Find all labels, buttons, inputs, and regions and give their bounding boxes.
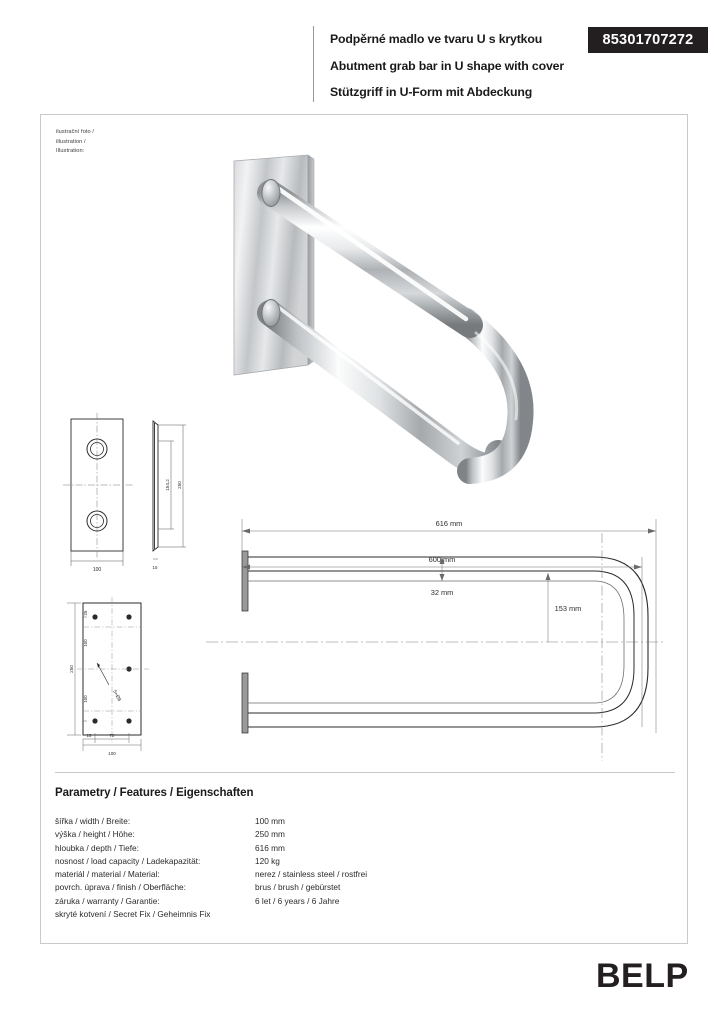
spec-value: 616 mm: [255, 842, 285, 853]
base-plate-drawing: 5×Ø8 250 25 100 100 15 70 100: [67, 597, 149, 756]
base-plate-hole-leader: [96, 662, 110, 686]
illustration-caption-cs: ilustrační foto /: [56, 129, 95, 135]
cover-plate-thickness-label: 15: [153, 565, 158, 570]
content-panel: ilustrační foto / illustration / Illustr…: [40, 114, 688, 944]
spec-row: materiál / material / Material: nerez / s…: [55, 868, 575, 881]
cover-plate-inner-height-label: 154,2: [165, 479, 170, 491]
cover-plate-width-dim: [70, 551, 124, 566]
photo-lower-flange: [261, 299, 281, 327]
spec-value: brus / brush / gebürstet: [255, 882, 341, 893]
photo-u-bend: [453, 308, 534, 484]
product-title-en: Abutment grab bar in U shape with cover: [330, 58, 564, 73]
photo-highlight-bend: [474, 331, 519, 421]
spec-label: šířka / width / Breite:: [55, 816, 131, 826]
spec-label: výška / height / Höhe:: [55, 829, 135, 840]
spec-label: materiál / material / Material:: [55, 869, 160, 880]
product-title-de: Stützgriff in U-Form mit Abdeckung: [330, 85, 533, 99]
page-header: Podpěrné madlo ve tvaru U s krytkou Abut…: [0, 0, 724, 112]
cover-plate-width-label: 100: [93, 567, 102, 573]
product-title-cs: Podpěrné madlo ve tvaru U s krytkou: [330, 32, 543, 46]
base-plate-height-label: 250: [69, 665, 74, 673]
spec-label: hloubka / depth / Tiefe:: [55, 842, 139, 853]
side-gap-dim: [439, 557, 445, 581]
header-divider: [313, 26, 314, 102]
cover-plate-side-dims: [153, 424, 186, 560]
side-bend-dim: [545, 573, 551, 642]
brand-logo: BELP: [596, 957, 689, 995]
side-overall-dim: [241, 519, 657, 733]
spec-row: skryté kotvení / Secret Fix / Geheimnis …: [55, 908, 575, 921]
base-plate-vertical-dims: [67, 602, 87, 736]
spec-table: šířka / width / Breite: 100 mm výška / hei…: [55, 815, 575, 921]
illustration-caption: ilustrační foto / illustration / Illustr…: [56, 128, 94, 157]
side-tube-gap-label: 32 mm: [431, 588, 454, 597]
spec-value: 120 kg: [255, 855, 280, 866]
spec-value: 6 let / 6 years / 6 Jahre: [255, 895, 340, 906]
base-plate-horizontal-dims: [82, 733, 142, 751]
cover-plate-side-outline: [152, 420, 159, 552]
cover-plate-centerlines: [63, 413, 133, 559]
base-plate-edge-label: 15: [87, 733, 92, 738]
photo-highlight-lower: [276, 305, 460, 445]
spec-row: záruka / warranty / Garantie: 6 let / 6 y…: [55, 895, 575, 908]
photo-upper-flange: [261, 179, 281, 207]
base-plate-hole-note: 5×Ø8: [111, 689, 122, 703]
base-plate-width-label: 100: [108, 751, 116, 756]
illustration-caption-de: Illustration:: [56, 148, 85, 154]
spec-row: hloubka / depth / Tiefe: 616 mm: [55, 842, 575, 855]
spec-row: výška / height / Höhe: 250 mm: [55, 828, 575, 841]
side-bend-height-label: 153 mm: [555, 604, 582, 613]
base-plate-top-offset-label: 25: [83, 610, 88, 615]
product-photo: [233, 154, 534, 484]
spec-value: 100 mm: [255, 816, 285, 826]
spec-label: nosnost / load capacity / Ladekapazität:: [55, 855, 201, 866]
spec-row: nosnost / load capacity / Ladekapazität:…: [55, 855, 575, 868]
spec-label: záruka / warranty / Garantie:: [55, 895, 160, 906]
base-plate-hole-spacing-label: 70: [110, 733, 115, 738]
cover-plate-height-label: 250: [177, 481, 182, 489]
side-tube-mid: [248, 580, 625, 704]
spec-value: nerez / stainless steel / rostfrei: [255, 869, 368, 880]
base-plate-holes: [92, 614, 132, 724]
spec-label: skryté kotvení / Secret Fix / Geheimnis …: [55, 909, 211, 920]
photo-highlight-upper: [273, 184, 469, 322]
sku-badge: 85301707272: [588, 27, 708, 53]
side-overall-depth-label: 616 mm: [436, 519, 463, 528]
photo-upper-arm: [257, 180, 483, 338]
illustration-caption-en: illustration /: [56, 138, 86, 145]
base-plate-lower-spacing-label: 100: [83, 695, 88, 703]
base-plate-centerlines: [77, 597, 149, 743]
spec-row: povrch. úprava / finish / Oberfläche: bru…: [55, 881, 575, 894]
side-elevation-drawing: 616 mm 600 mm 32 mm 153 mm: [206, 519, 666, 761]
base-plate-upper-spacing-label: 100: [83, 639, 88, 647]
spec-value: 250 mm: [255, 829, 285, 840]
spec-heading: Parametry / Features / Eigenschaften: [55, 787, 254, 799]
product-titles: Podpěrné madlo ve tvaru U s krytkou Abut…: [330, 26, 600, 106]
cover-plate-drawing: 100 154,2 250 15: [63, 413, 186, 573]
spec-row: šířka / width / Breite: 100 mm: [55, 815, 575, 828]
spec-label: povrch. úprava / finish / Oberfläche:: [55, 882, 186, 893]
spec-divider: [55, 772, 675, 773]
